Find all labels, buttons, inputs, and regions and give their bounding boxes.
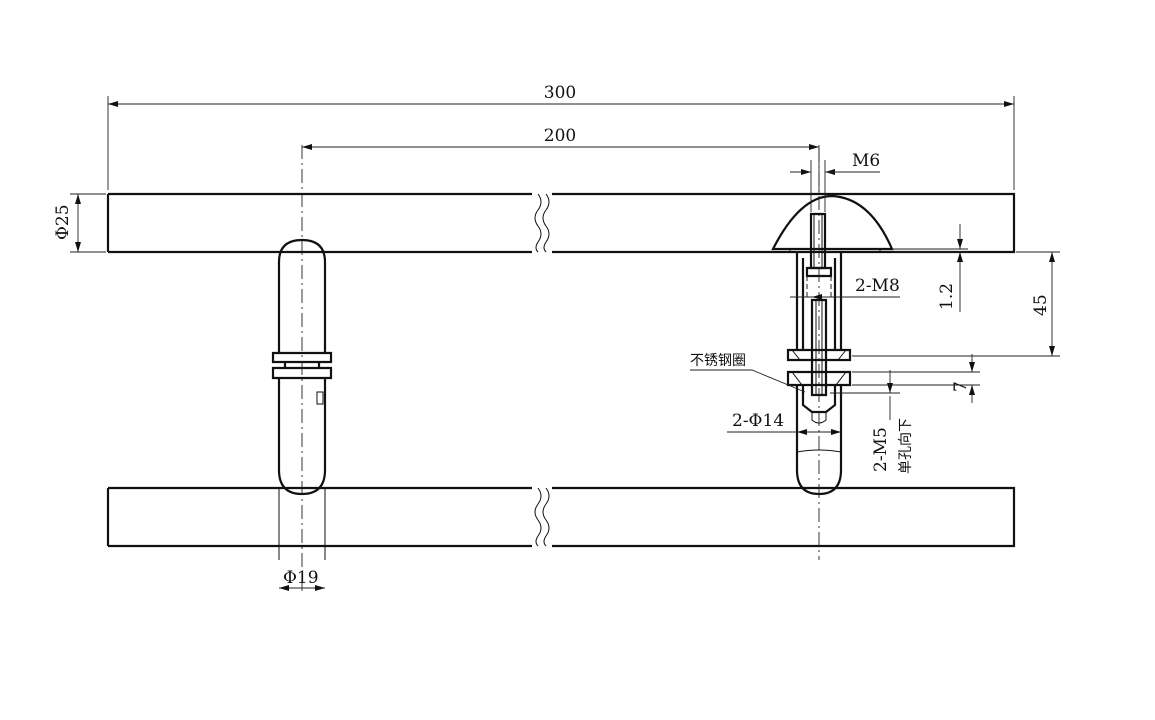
dim-gap-1-2: 1.2 bbox=[892, 224, 968, 312]
note-single-hole-down: 单孔向下 bbox=[898, 418, 914, 474]
dim-2phi14: 2-Φ14 bbox=[727, 411, 841, 435]
dim-bar-diameter: Φ25 bbox=[53, 193, 106, 253]
dim-2m8: 2-M8 bbox=[790, 276, 900, 300]
dim-2m5: 2-M5 单孔向下 bbox=[830, 370, 914, 474]
dim-ring-7: 7 bbox=[852, 354, 980, 403]
dim-1-2-label: 1.2 bbox=[937, 283, 957, 310]
right-post-section bbox=[771, 148, 894, 560]
dim-post-diameter: Φ19 bbox=[279, 568, 325, 591]
dim-standoff-45: 45 bbox=[852, 251, 1060, 357]
bottom-handle-bar bbox=[106, 486, 1016, 548]
dim-phi19-label: Φ19 bbox=[283, 568, 319, 588]
dim-2phi14-label: 2-Φ14 bbox=[732, 411, 784, 431]
dim-m6-label: M6 bbox=[852, 151, 880, 171]
dim-7-label: 7 bbox=[951, 381, 971, 392]
dim-2m8-label: 2-M8 bbox=[855, 276, 900, 296]
dim-m6: M6 bbox=[790, 151, 880, 212]
dim-center-distance: 200 bbox=[302, 126, 820, 195]
top-handle-bar bbox=[106, 192, 1016, 254]
dim-overall-length: 300 bbox=[107, 83, 1015, 190]
dim-300-label: 300 bbox=[544, 83, 576, 103]
dim-2m5-label: 2-M5 bbox=[871, 427, 891, 472]
note-stainless-ring-label: 不锈钢圈 bbox=[690, 353, 746, 369]
left-post bbox=[271, 145, 333, 595]
dim-45-label: 45 bbox=[1031, 294, 1051, 316]
dim-200-label: 200 bbox=[544, 126, 576, 146]
dim-phi25-label: Φ25 bbox=[53, 204, 73, 240]
note-stainless-ring: 不锈钢圈 bbox=[690, 353, 806, 393]
